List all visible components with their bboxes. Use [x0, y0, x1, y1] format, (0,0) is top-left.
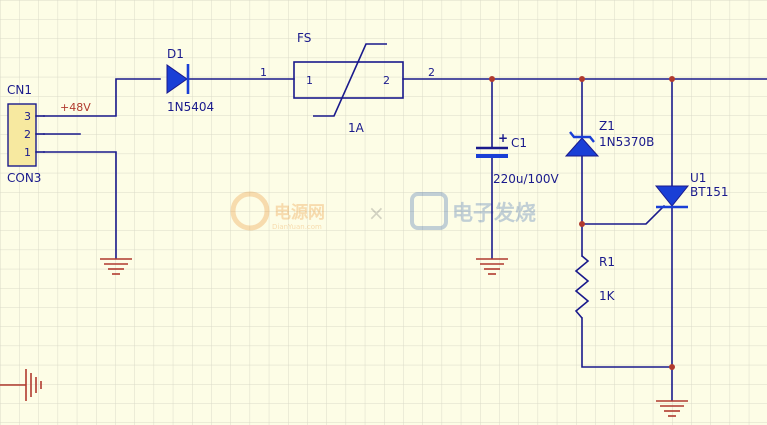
watermark-left-logo: 电源网 — [274, 202, 325, 223]
resistor-zigzag — [574, 255, 590, 319]
resistor-r1: R1 1K — [574, 255, 616, 319]
connector-pin-2: 2 — [24, 128, 31, 141]
junction-dot — [669, 364, 675, 370]
junctions — [489, 76, 675, 370]
zener-triangle — [564, 137, 600, 157]
watermark-separator: × — [368, 201, 385, 225]
connector-cn1: CN1 3 2 1 CON3 +48V — [7, 83, 91, 185]
ground-symbol-capacitor — [476, 258, 508, 275]
scr-triangle — [654, 185, 690, 207]
watermark: 电源网 DianYuan.com × 电子发烧 — [230, 191, 536, 231]
wire-pin1-to-ground — [43, 151, 117, 259]
connector-pin-1: 1 — [24, 146, 31, 159]
wires — [43, 78, 767, 401]
capacitor-ref: C1 — [511, 136, 527, 150]
zener-ref: Z1 — [599, 119, 615, 133]
connector-body — [7, 103, 37, 167]
resistor-ref: R1 — [599, 255, 615, 269]
watermark-left-logo-icon — [230, 191, 270, 231]
net-pin-2: 2 — [428, 66, 435, 79]
connector-pin-3: 3 — [24, 110, 31, 123]
diode-triangle — [166, 64, 188, 94]
fuse-fs: FS 1 2 1A — [293, 31, 404, 135]
capacitor-plate-bottom — [476, 154, 508, 158]
connector-ref: CN1 — [7, 83, 32, 97]
zener-bar — [569, 131, 595, 143]
zener-z1: Z1 1N5370B — [564, 119, 654, 157]
junction-dot — [489, 76, 495, 82]
scr-u1: U1 BT151 — [654, 171, 728, 209]
wire-gate — [581, 204, 666, 225]
capacitor-polarity: + — [498, 131, 508, 145]
fuse-pin-1: 1 — [306, 74, 313, 87]
ground-symbol-sideways — [0, 369, 42, 401]
net-label-48v: +48V — [60, 101, 91, 114]
watermark-right-logo: 电子发烧 — [452, 201, 536, 225]
capacitor-c1: + C1 220u/100V — [476, 131, 559, 186]
fuse-ptc-slash — [313, 43, 387, 117]
ground-symbol-scr — [656, 400, 688, 417]
watermark-left-url: DianYuan.com — [272, 223, 322, 231]
scr-ref: U1 — [690, 171, 706, 185]
connector-type: CON3 — [7, 171, 41, 185]
fuse-pin-2: 2 — [383, 74, 390, 87]
junction-dot — [669, 76, 675, 82]
wire-pin3-to-d1 — [43, 78, 161, 117]
fuse-body — [293, 61, 404, 99]
capacitor-value: 220u/100V — [493, 172, 559, 186]
diode-d1: D1 1N5404 — [166, 47, 214, 114]
watermark-right-logo-icon — [410, 192, 448, 230]
fuse-ref: FS — [297, 31, 311, 45]
zener-part: 1N5370B — [599, 135, 654, 149]
ground-symbol-connector — [100, 258, 132, 275]
junction-dot — [579, 221, 585, 227]
resistor-value: 1K — [599, 289, 616, 303]
junction-dot — [579, 76, 585, 82]
net-pin-1: 1 — [260, 66, 267, 79]
diode-part: 1N5404 — [167, 100, 214, 114]
fuse-rating: 1A — [348, 121, 365, 135]
scr-part: BT151 — [690, 185, 728, 199]
wire-r1-to-ground-bus — [581, 317, 673, 368]
diode-ref: D1 — [167, 47, 184, 61]
